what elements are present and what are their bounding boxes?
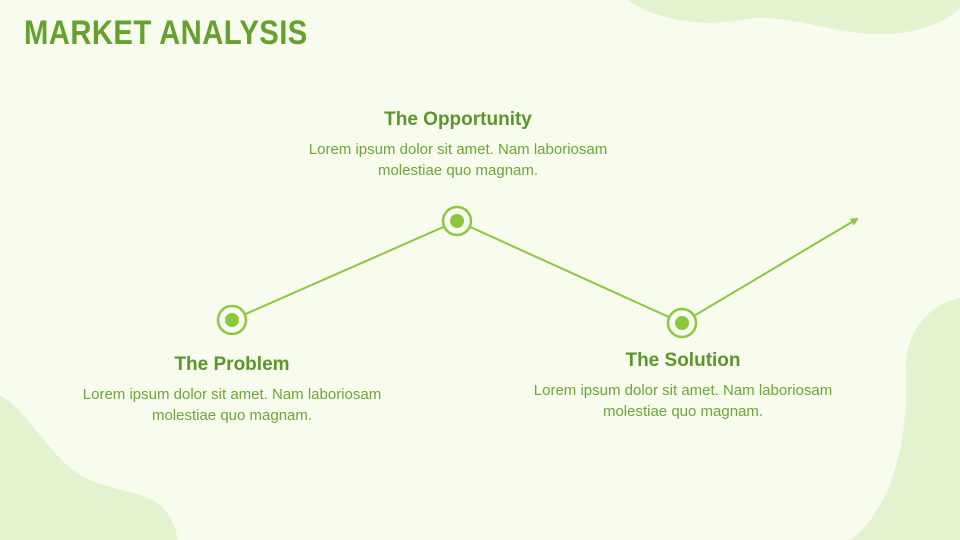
milestone-heading: The Problem bbox=[174, 354, 290, 375]
timeline-path bbox=[231, 217, 859, 325]
milestone-opportunity: The Opportunity Lorem ipsum dolor sit am… bbox=[308, 109, 608, 181]
milestone-description: Lorem ipsum dolor sit amet. Nam laborios… bbox=[533, 382, 833, 420]
milestone-marker-solution bbox=[666, 307, 698, 339]
milestone-heading: The Opportunity bbox=[384, 109, 532, 130]
page-title: MARKET ANALYSIS bbox=[24, 14, 308, 52]
milestone-solution: The Solution Lorem ipsum dolor sit amet.… bbox=[533, 350, 833, 422]
milestone-marker-opportunity bbox=[441, 205, 473, 237]
milestone-description: Lorem ipsum dolor sit amet. Nam laborios… bbox=[82, 386, 382, 424]
milestone-marker-problem bbox=[216, 304, 248, 336]
milestone-description: Lorem ipsum dolor sit amet. Nam laborios… bbox=[308, 141, 608, 179]
milestone-problem: The Problem Lorem ipsum dolor sit amet. … bbox=[82, 354, 382, 426]
milestone-heading: The Solution bbox=[625, 350, 741, 371]
